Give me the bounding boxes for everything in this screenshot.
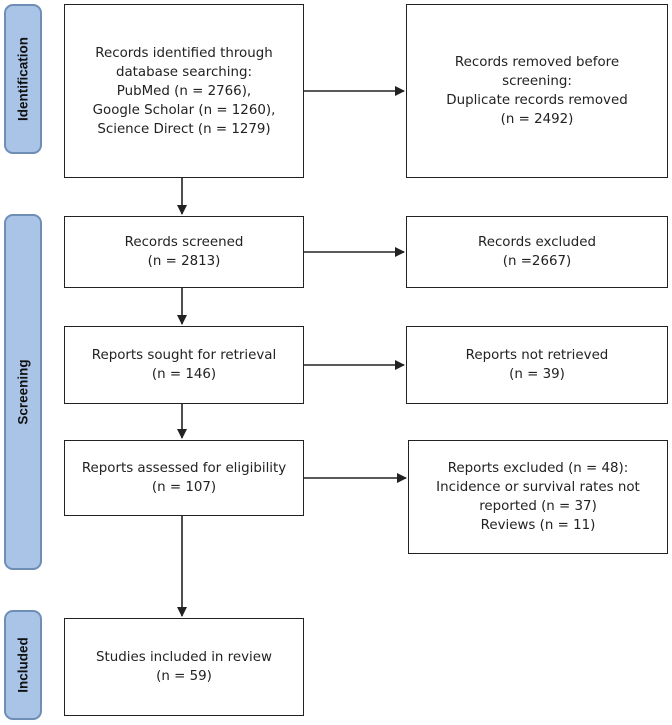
box-line: Records identified through (95, 45, 273, 61)
records-identified-box: Records identified through database sear… (64, 4, 304, 178)
box-line: Reports sought for retrieval (91, 348, 277, 363)
records-excluded-box: Records excluded (n =2667) (406, 216, 668, 288)
box-line: Reports excluded (n = 48): (447, 461, 629, 476)
box-line: Google Scholar (n = 1260), (92, 102, 276, 118)
box-line: (n = 59) (156, 669, 212, 684)
box-line: Records removed before (454, 55, 620, 70)
records-removed-box: Records removed before screening: Duplic… (406, 4, 668, 178)
box-line: screening: (502, 74, 572, 89)
box-line: (n = 146) (151, 367, 217, 382)
reports-sought-box: Reports sought for retrieval (n = 146) (64, 326, 304, 404)
box-line: Science Direct (n = 1279) (97, 121, 271, 137)
box-line: Records screened (124, 235, 244, 250)
box-line: Reports not retrieved (465, 348, 609, 363)
reports-excluded-box: Reports excluded (n = 48): Incidence or … (408, 440, 668, 554)
box-line: (n = 2813) (147, 254, 221, 269)
studies-included-box: Studies included in review (n = 59) (64, 618, 304, 716)
reports-not-retrieved-box: Reports not retrieved (n = 39) (406, 326, 668, 404)
phase-included: Included (4, 610, 42, 720)
box-line: Incidence or survival rates not (436, 480, 640, 495)
box-line: Reports assessed for eligibility (81, 461, 287, 476)
box-line: Reviews (n = 11) (480, 518, 596, 533)
phase-screening: Screening (4, 214, 42, 570)
records-screened-box: Records screened (n = 2813) (64, 216, 304, 288)
box-line: (n = 39) (509, 367, 565, 382)
box-line: Studies included in review (96, 650, 272, 665)
box-line: (n = 107) (151, 480, 217, 495)
box-line: database searching: (115, 64, 253, 80)
box-line: (n =2667) (502, 254, 572, 269)
reports-assessed-box: Reports assessed for eligibility (n = 10… (64, 440, 304, 516)
box-line: PubMed (n = 2766), (116, 83, 252, 99)
phase-identification: Identification (4, 4, 42, 154)
box-line: Duplicate records removed (446, 93, 628, 108)
box-line: reported (n = 37) (479, 499, 597, 514)
box-line: Records excluded (478, 235, 596, 250)
box-line: (n = 2492) (500, 112, 574, 127)
